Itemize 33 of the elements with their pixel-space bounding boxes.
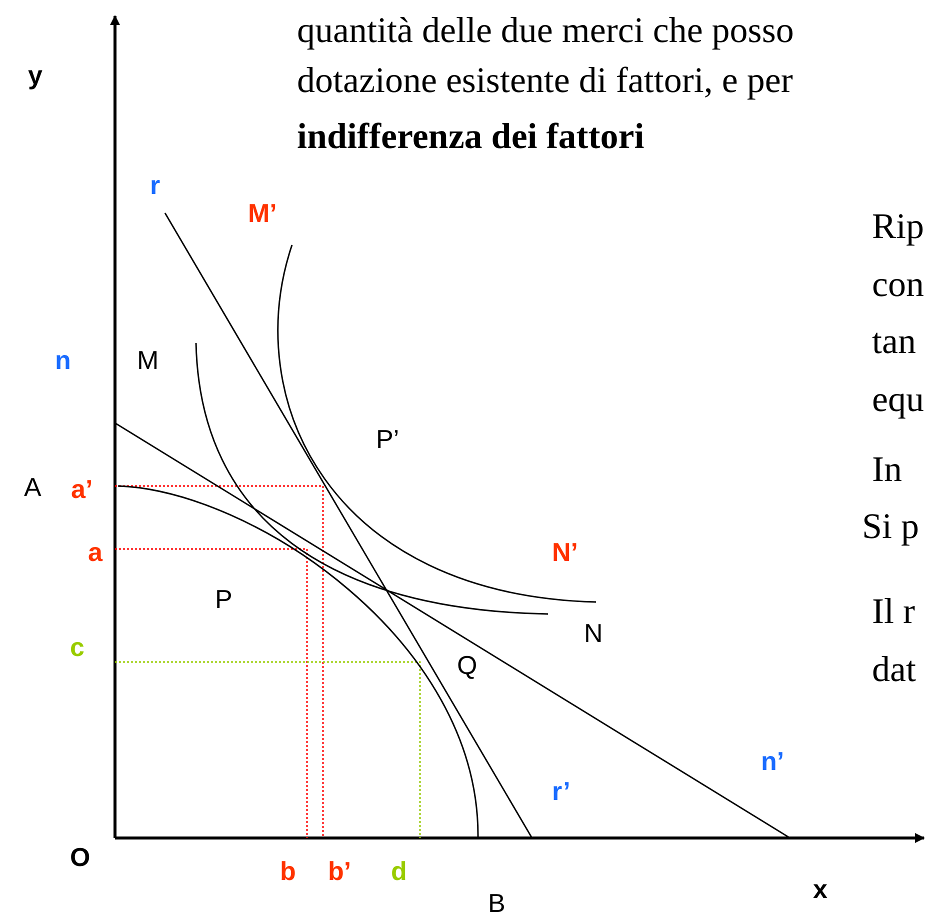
- heading-text: indifferenza dei fattori: [297, 118, 644, 154]
- point-label: M: [137, 347, 159, 373]
- body-text: Rip: [872, 208, 924, 244]
- point-label: N’: [552, 539, 578, 565]
- body-text: quantità delle due merci che posso: [297, 12, 794, 48]
- body-text: dat: [872, 651, 916, 687]
- point-label: r: [150, 172, 160, 198]
- point-label: c: [70, 634, 84, 660]
- body-text: dotazione esistente di fattori, e per: [297, 62, 793, 98]
- point-label: x: [813, 876, 828, 902]
- point-label: r’: [552, 778, 570, 804]
- point-label: P: [215, 586, 232, 612]
- point-label: d: [391, 858, 407, 884]
- point-label: b: [280, 858, 296, 884]
- point-label: b’: [328, 858, 352, 884]
- point-label: Q: [457, 652, 478, 678]
- point-label: B: [488, 890, 506, 916]
- body-text: con: [872, 266, 924, 302]
- body-text: Si p: [862, 508, 920, 544]
- body-text: equ: [872, 381, 924, 417]
- body-text: tan: [872, 323, 916, 359]
- point-label: n’: [761, 748, 784, 774]
- point-label: P’: [376, 426, 400, 452]
- point-label: N: [584, 620, 603, 646]
- point-label: O: [70, 844, 90, 870]
- point-label: a’: [71, 476, 93, 502]
- body-text: In: [872, 451, 902, 487]
- body-text: Il r: [872, 593, 915, 629]
- point-label: y: [28, 62, 42, 88]
- point-label: A: [24, 474, 42, 500]
- point-label: n: [55, 347, 71, 373]
- point-label: a: [88, 539, 102, 565]
- point-label: M’: [248, 200, 277, 226]
